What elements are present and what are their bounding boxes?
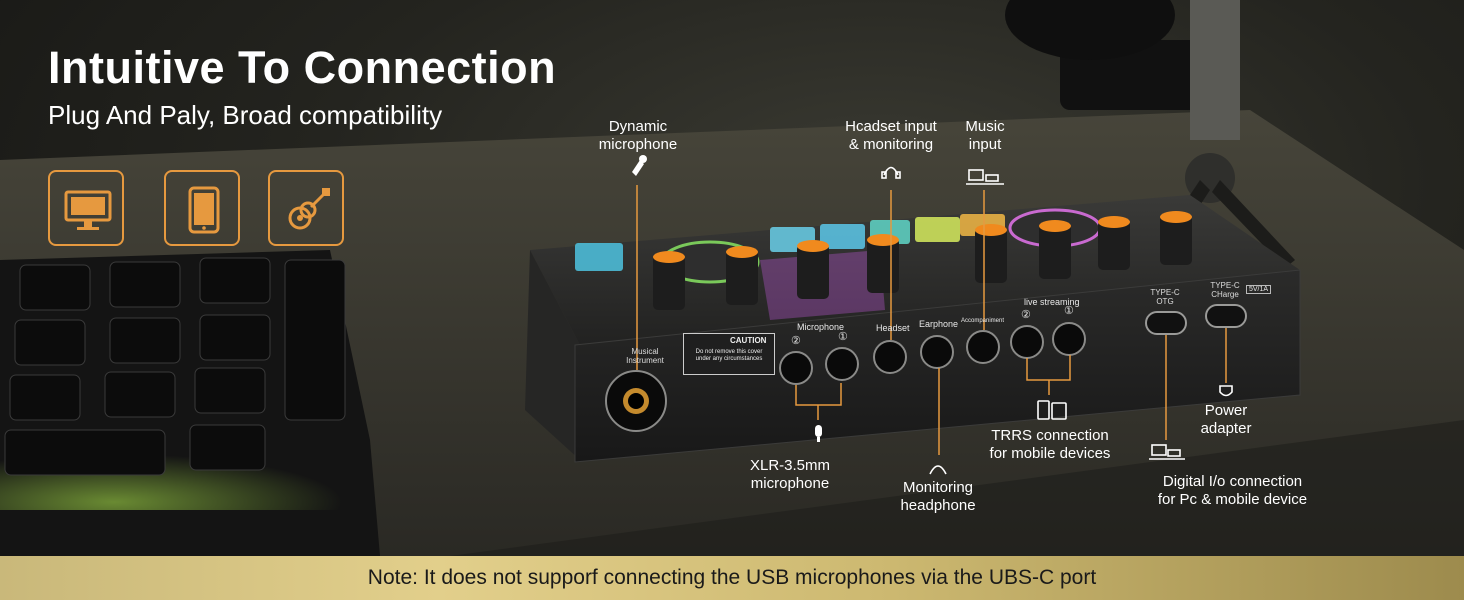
- panel-label-line: OTG: [1156, 297, 1174, 306]
- callout-power-adapter: Power adapter: [1196, 402, 1256, 438]
- callout-line: & monitoring: [848, 136, 934, 153]
- panel-label-line: Musical: [631, 347, 659, 356]
- callout-xlr-microphone: XLR-3.5mm microphone: [735, 457, 845, 493]
- panel-label-microphone: Microphone: [797, 322, 845, 332]
- panel-label-accompaniment: Accompaniment: [961, 318, 1005, 324]
- tablet-icon: [164, 170, 240, 246]
- callout-line: Digital I/o connection: [1162, 473, 1303, 490]
- panel-label-line: CHarge: [1211, 290, 1239, 299]
- panel-label-line: TYPE-C: [1210, 281, 1240, 290]
- panel-label-ls-1: ②: [1021, 309, 1031, 321]
- callout-line: Dynamic: [608, 118, 668, 135]
- panel-label-typec-otg: TYPE-C OTG: [1144, 288, 1186, 306]
- callout-line: Power: [1204, 402, 1248, 419]
- panel-label-ls-2: ①: [1064, 305, 1074, 317]
- panel-label-rating: 5V/1A: [1246, 285, 1272, 294]
- callout-line: TRRS connection: [991, 427, 1109, 444]
- callout-line: input: [968, 136, 1002, 153]
- panel-label-mic-2: ①: [838, 331, 848, 343]
- note-text: Note: It does not supporf connecting the…: [367, 566, 1097, 589]
- callout-line: for mobile devices: [989, 445, 1111, 462]
- caution-title: CAUTION: [730, 336, 767, 345]
- panel-label-mic-1: ②: [791, 335, 801, 347]
- monitor-icon: [48, 170, 124, 246]
- panel-label-line: Instrument: [626, 356, 664, 365]
- callout-line: adapter: [1200, 420, 1252, 437]
- panel-label-typec-charge: TYPE-C CHarge: [1206, 281, 1244, 299]
- callout-line: microphone: [750, 475, 830, 492]
- callout-music-input: Music input: [955, 118, 1015, 154]
- callout-line: Music: [965, 118, 1005, 135]
- callout-line: Monitoring: [902, 479, 974, 496]
- callout-monitoring-headphone: Monitoring headphone: [888, 479, 988, 515]
- callout-headset-input: Hcadset input & monitoring: [835, 118, 947, 154]
- caution-body: Do not remove this cover under any circu…: [695, 349, 763, 362]
- callout-line: XLR-3.5mm: [749, 457, 831, 474]
- callout-line: Hcadset input: [845, 118, 937, 135]
- callout-digital-io: Digital I/o connection for Pc & mobile d…: [1150, 473, 1315, 509]
- callout-line: headphone: [900, 497, 976, 514]
- panel-label-headset: Headset: [876, 323, 910, 333]
- panel-label-line: TYPE-C: [1150, 288, 1180, 297]
- callout-trrs-connection: TRRS connection for mobile devices: [975, 427, 1125, 463]
- guitar-icon: [268, 170, 344, 246]
- page-subtitle: Plug And Paly, Broad compatibility: [48, 100, 443, 130]
- callout-line: microphone: [598, 136, 678, 153]
- panel-label-earphone: Earphone: [919, 319, 959, 329]
- page-title: Intuitive To Connection: [48, 42, 557, 93]
- callout-line: for Pc & mobile device: [1157, 491, 1308, 508]
- panel-label-musical-instrument: Musical Instrument: [615, 347, 675, 365]
- note-bar: Note: It does not supporf connecting the…: [0, 556, 1464, 600]
- panel-label-live-streaming: live streaming: [1024, 297, 1080, 307]
- callout-dynamic-microphone: Dynamic microphone: [590, 118, 686, 154]
- caution-sticker: CAUTION Do not remove this cover under a…: [683, 333, 775, 375]
